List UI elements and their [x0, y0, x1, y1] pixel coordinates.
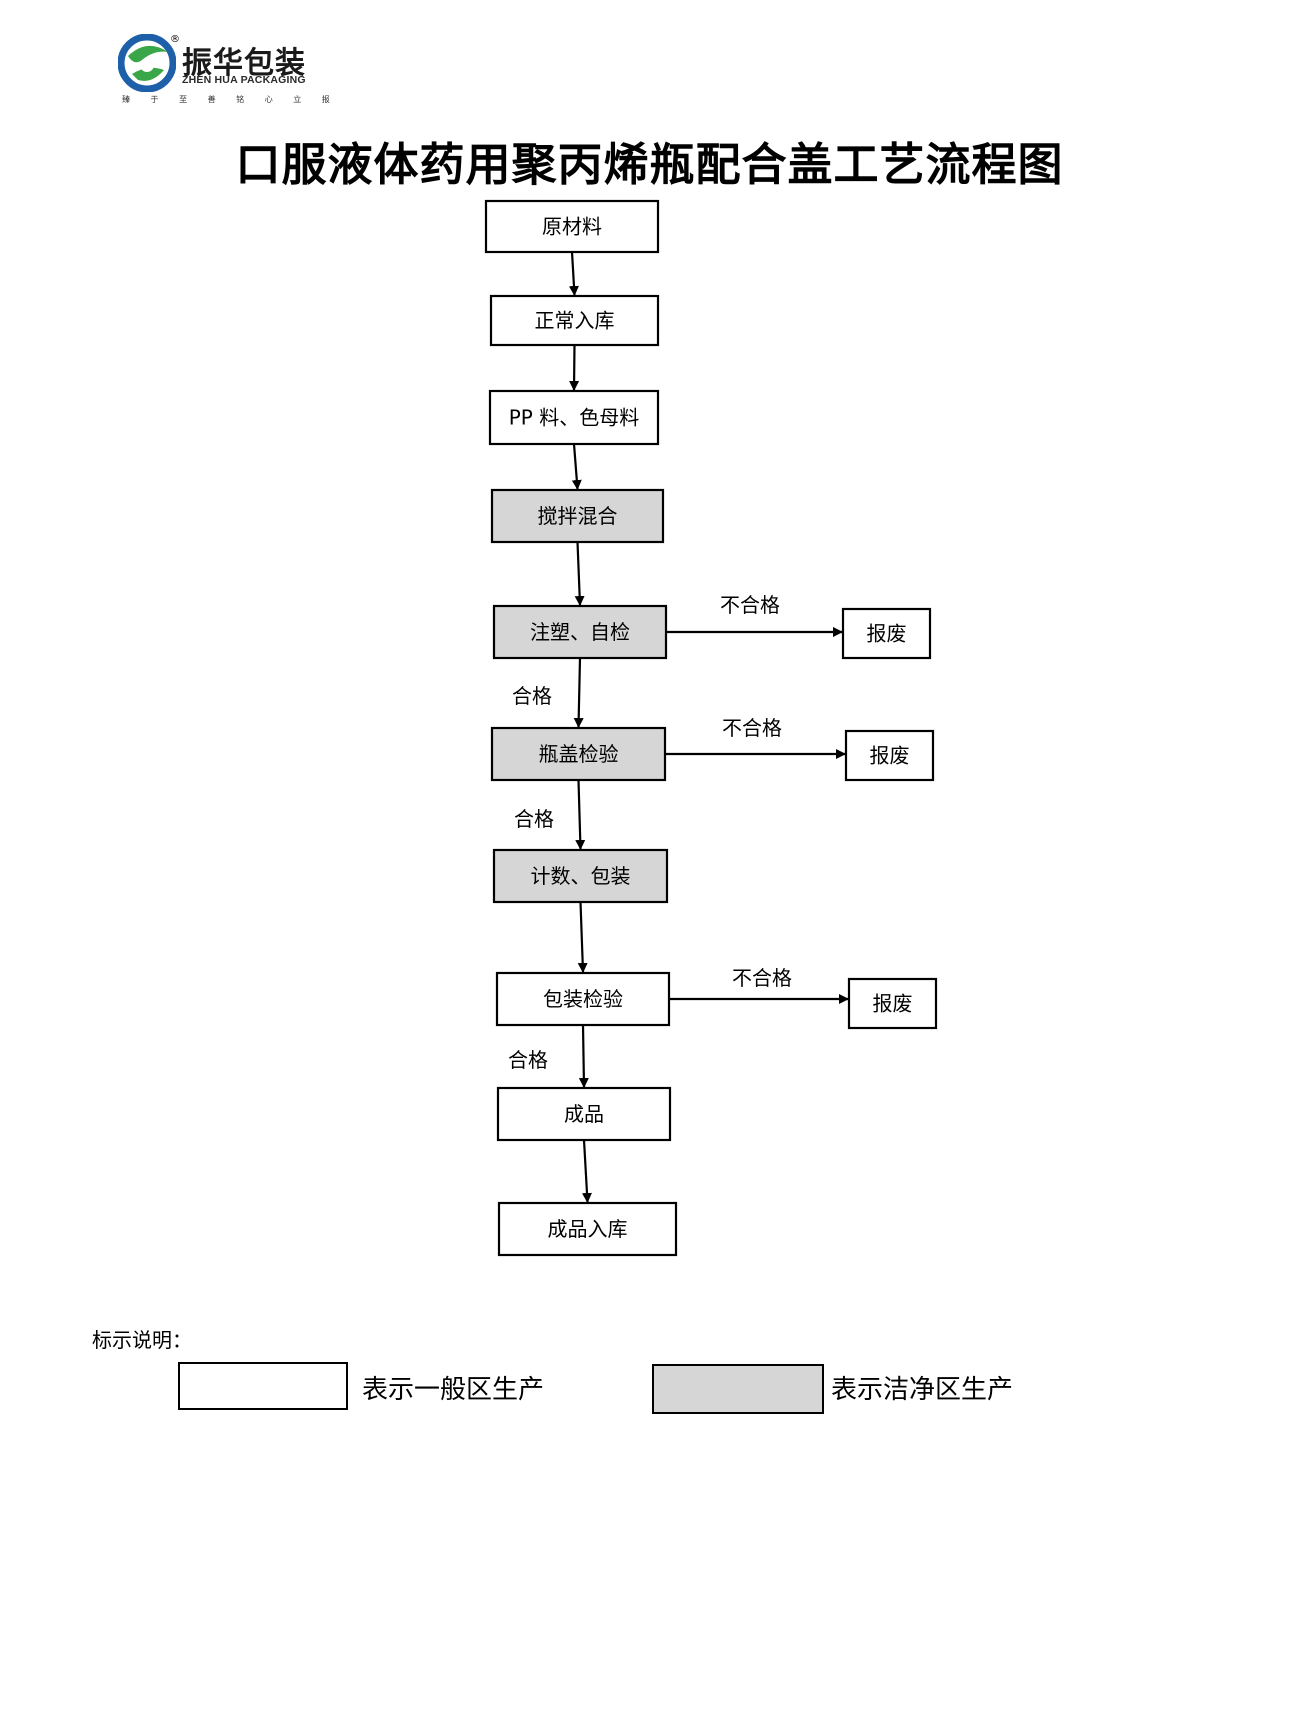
- flow-arrow: [582, 1139, 592, 1203]
- flow-arrow: [575, 779, 586, 850]
- node-box: [496, 1086, 672, 1142]
- logo-slogan: 臻 于 至 善 铭 心 立 报: [122, 95, 339, 104]
- edge-label: 不合格: [720, 593, 780, 617]
- node-label: 原材料: [542, 215, 602, 239]
- legend-normal-label: 表示一般区生产: [362, 1375, 545, 1405]
- legend-clean-label: 表示洁净区生产: [831, 1375, 1014, 1405]
- node-box: [492, 604, 668, 660]
- process-node: 注塑、自检: [492, 604, 668, 660]
- logo-brand-en: ZHEN HUA PACKAGING: [182, 74, 306, 86]
- scrap-node: 报废: [847, 977, 938, 1030]
- node-label: 正常入库: [535, 309, 615, 333]
- node-label: 注塑、自检: [530, 620, 630, 644]
- node-box: [489, 294, 660, 347]
- node-box: [488, 389, 660, 446]
- node-label: 报废: [870, 744, 910, 768]
- edge-label: 合格: [514, 807, 554, 831]
- node-label: PP 料、色母料: [509, 406, 639, 430]
- page-title: 口服液体药用聚丙烯瓶配合盖工艺流程图: [235, 138, 1064, 191]
- flow-arrow: [571, 443, 582, 490]
- node-box: [847, 977, 938, 1030]
- node-box: [841, 607, 932, 660]
- node-label: 报废: [867, 622, 907, 646]
- scrap-node: 报废: [844, 729, 935, 782]
- node-box: [492, 848, 669, 904]
- node-label: 成品入库: [548, 1217, 628, 1241]
- flow-arrow: [577, 901, 588, 973]
- edge-label: 不合格: [732, 966, 792, 990]
- node-box: [490, 488, 665, 544]
- edge-label: 合格: [512, 684, 552, 708]
- process-node: 成品: [496, 1086, 672, 1142]
- node-label: 瓶盖检验: [539, 742, 619, 766]
- edge-label: 不合格: [722, 716, 782, 740]
- process-node: 成品入库: [497, 1201, 678, 1257]
- node-box: [497, 1201, 678, 1257]
- process-node: PP 料、色母料: [488, 389, 660, 446]
- flow-arrow: [573, 657, 584, 728]
- process-node: 原材料: [484, 199, 660, 254]
- process-node: 搅拌混合: [490, 488, 665, 544]
- logo-brand-cn: 振华包装: [182, 46, 306, 81]
- edge-label: 合格: [508, 1048, 548, 1072]
- flow-arrow: [569, 344, 580, 391]
- node-label: 报废: [873, 992, 913, 1016]
- node-label: 成品: [564, 1102, 604, 1126]
- node-label: 包装检验: [543, 987, 623, 1011]
- process-node: 包装检验: [495, 971, 671, 1027]
- node-box: [490, 726, 667, 782]
- company-logo: ® 振华包装 ZHEN HUA PACKAGING 臻 于 至 善 铭 心 立 …: [118, 34, 330, 106]
- logo-swirl-icon: [118, 34, 176, 92]
- node-box: [844, 729, 935, 782]
- flow-arrow: [578, 1024, 589, 1088]
- legend-clean-swatch: [652, 1364, 824, 1414]
- flow-arrow: [568, 251, 579, 296]
- node-label: 搅拌混合: [538, 504, 618, 528]
- process-node: 瓶盖检验: [490, 726, 667, 782]
- scrap-node: 报废: [841, 607, 932, 660]
- registered-mark: ®: [170, 34, 180, 45]
- process-node: 正常入库: [489, 294, 660, 347]
- legend-normal-swatch: [178, 1362, 348, 1410]
- node-box: [484, 199, 660, 254]
- node-box: [495, 971, 671, 1027]
- process-node: 计数、包装: [492, 848, 669, 904]
- flow-arrow: [574, 541, 585, 606]
- legend-title: 标示说明：: [92, 1328, 192, 1352]
- node-label: 计数、包装: [531, 864, 631, 888]
